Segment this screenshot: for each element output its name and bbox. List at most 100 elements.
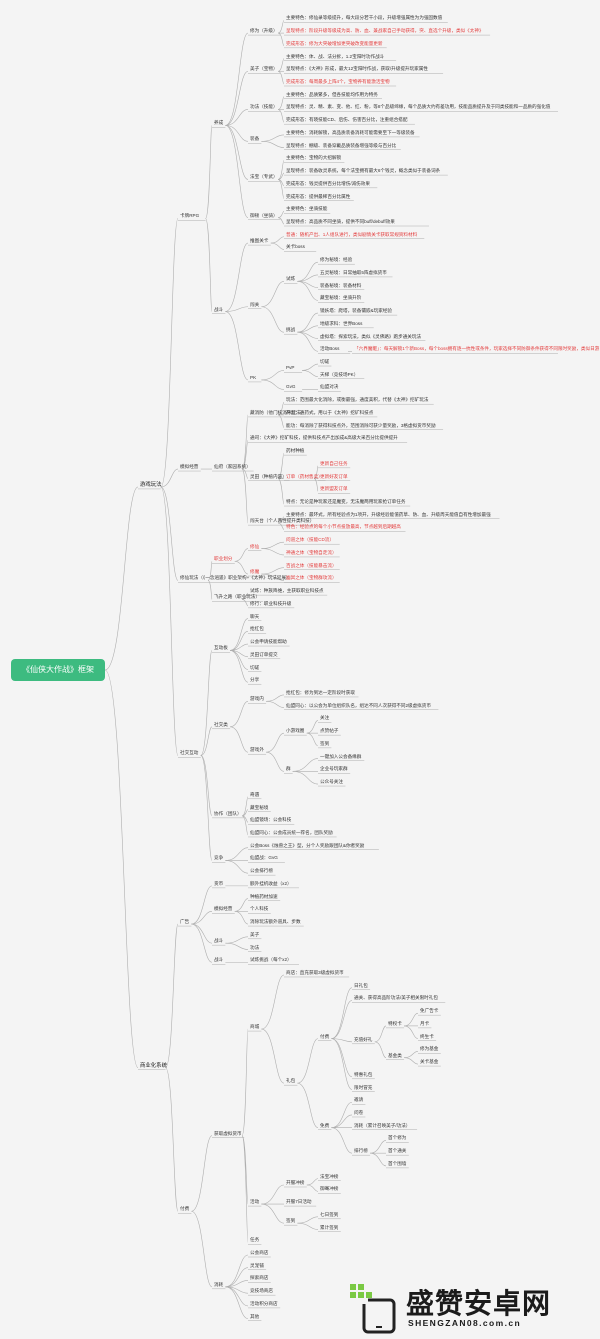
mind-map-node[interactable]: 充值好礼 <box>354 1036 373 1042</box>
leaf-node[interactable]: 天梯（竞技场PK） <box>320 371 359 377</box>
leaf-node[interactable]: 关卡基金 <box>420 1059 439 1065</box>
leaf-node[interactable]: 抢红包 <box>250 626 264 632</box>
mind-map-node[interactable]: 藏消防（他门核消除玩法） <box>250 409 306 415</box>
leaf-node[interactable]: 装备秘境：装备材料 <box>320 282 362 288</box>
leaf-node[interactable]: 关注 <box>320 715 330 721</box>
mind-map-node[interactable]: 商城 <box>250 1024 260 1030</box>
leaf-node[interactable]: 特色：经验点的每个小节点投放最高，节点越到后期越高 <box>286 524 401 530</box>
leaf-node[interactable]: 问卷 <box>354 1109 364 1115</box>
leaf-node[interactable]: 仙盟战：GvG <box>250 855 278 861</box>
leaf-node[interactable]: 呈现特点：棚级、装备穿戴品质装备增强等级与百分比 <box>286 142 397 148</box>
leaf-node[interactable]: 首个围墙 <box>388 1160 407 1166</box>
leaf-node[interactable]: 奇遇 <box>250 791 260 797</box>
leaf-node[interactable]: 呈现特点：灵、精、素、变、他、红、粉，等8个品级缔缘，每个品质大约有差功用，技能… <box>286 104 551 110</box>
leaf-node[interactable]: 镜妖塔：爬塔，装备镶嵌&玩家经验 <box>320 308 392 314</box>
leaf-node[interactable]: 修为基金 <box>420 1046 439 1052</box>
leaf-node[interactable]: 限时冒充 <box>354 1084 373 1090</box>
mind-map-node[interactable]: 修仙 <box>250 543 260 549</box>
leaf-node[interactable]: 探索商店 <box>250 1275 269 1281</box>
leaf-node[interactable]: 聊天 <box>250 613 260 619</box>
leaf-node[interactable]: 美子 <box>250 931 260 937</box>
mind-map-node[interactable]: 社交类 <box>214 721 228 727</box>
mind-map-node[interactable]: 竞争 <box>214 855 224 861</box>
leaf-node[interactable]: 日礼包 <box>354 982 368 988</box>
leaf-node[interactable]: 主要特色：宝物的大招解锁 <box>286 155 342 161</box>
mind-map-node[interactable]: 仙府（家园系统） <box>214 464 251 470</box>
mind-map-node[interactable]: 职业划分 <box>214 556 233 562</box>
mind-map-node[interactable]: 御顿（坐骑） <box>250 212 278 218</box>
leaf-node[interactable]: 完成形态：有晓技能CD、后伤、伤害百分比，注重组合搭配 <box>286 117 408 123</box>
mind-map-node[interactable]: 修魔 <box>250 569 260 575</box>
mind-map-node[interactable]: 修仙玩法（《一念逍遥》职业架构+《太神》玩法延展） <box>180 575 291 581</box>
leaf-node[interactable]: 其他 <box>250 1313 260 1319</box>
mind-map-node[interactable]: 活动 <box>250 1199 260 1205</box>
leaf-node[interactable]: 主要特色：坐骑技能 <box>286 206 328 212</box>
leaf-node[interactable]: 企业号玩家群 <box>320 766 348 772</box>
leaf-node[interactable]: 试炼：种族降维，主获取职业科技点 <box>250 588 324 594</box>
mind-map-node[interactable]: 排行榜 <box>354 1148 368 1154</box>
leaf-node[interactable]: 公会商店 <box>250 1249 269 1255</box>
mind-map-node[interactable]: 装备 <box>250 136 260 142</box>
leaf-node[interactable]: 玩法：范围最大化消除，或衡最强，通度美积，代替《太神》挖矿玩法 <box>286 397 429 403</box>
leaf-node[interactable]: 通关、获得高品阶功法/美子相关限时礼包 <box>354 995 438 1001</box>
leaf-node[interactable]: 产出：通药式，用以于《太神》挖矿科技点 <box>286 409 374 415</box>
mind-map-node[interactable]: 付费 <box>180 1206 190 1212</box>
leaf-node[interactable]: 完成形态：钱灵提供百分比增伤/减伤效果 <box>286 180 370 186</box>
leaf-node[interactable]: 点赞帖子 <box>320 728 339 734</box>
leaf-node[interactable]: 完成形态：提供最稀百分比属性 <box>286 193 351 199</box>
mind-map-node[interactable]: 免费 <box>320 1122 330 1128</box>
leaf-node[interactable]: 任务 <box>250 1237 260 1243</box>
mind-map-node[interactable]: 付费 <box>320 1033 330 1039</box>
mind-map-node[interactable]: 修为（升级） <box>250 28 278 34</box>
leaf-node[interactable]: 主要特色：修仙录等级提升，每大段分若干小段，升级增强属性为为强固数值 <box>286 15 443 21</box>
leaf-node[interactable]: 功法 <box>250 944 260 950</box>
mind-map-node[interactable]: 广告 <box>180 919 190 925</box>
leaf-node[interactable]: 公众号关注 <box>320 779 343 785</box>
leaf-node[interactable]: 呈现特点：高品质不同坐骑，提供不同buff/debuff效果 <box>286 219 395 224</box>
leaf-node[interactable]: 首个通关 <box>388 1148 407 1154</box>
leaf-node[interactable]: 藏宝秘境 <box>250 804 269 810</box>
mind-map-node[interactable]: 货币 <box>214 880 224 886</box>
mind-map-node[interactable]: 小游戏圈 <box>286 728 305 734</box>
leaf-node[interactable]: 特点：无论是种玩家还是魔变，无法魔两用玩家抢订单任务 <box>286 499 406 505</box>
mind-map-node[interactable]: 特权卡 <box>388 1020 402 1026</box>
leaf-node[interactable]: 百战之体（技能暴击流） <box>286 562 337 568</box>
mind-map-node[interactable]: 礼包 <box>286 1078 296 1084</box>
leaf-node[interactable]: 七日签到 <box>320 1211 339 1217</box>
leaf-node[interactable]: 免广告卡 <box>420 1008 439 1014</box>
leaf-node[interactable]: 个人科技 <box>250 906 269 912</box>
leaf-node[interactable]: 签到 <box>320 740 330 746</box>
leaf-node[interactable]: 消耗（累计召唤美子/功法） <box>354 1122 411 1128</box>
mind-map-node[interactable]: 游戏外 <box>250 747 264 753</box>
leaf-node[interactable]: 首个修为 <box>388 1135 407 1141</box>
leaf-node[interactable]: 邀请 <box>354 1097 364 1103</box>
leaf-node[interactable]: 终生卡 <box>420 1033 434 1039</box>
mind-map-node[interactable]: 消耗 <box>214 1281 224 1287</box>
mind-map-node[interactable]: 养成 <box>214 120 224 126</box>
leaf-node[interactable]: 能功：每消除了获得科技点外，范围消除可获少量奖励，3格虚拟货币奖励 <box>286 422 436 428</box>
leaf-node[interactable]: 主要特色：体、战、法分拆，1.2宝阳时功作战斗 <box>286 53 385 59</box>
leaf-node[interactable]: 切磋 <box>320 359 330 365</box>
leaf-node[interactable]: 竞技场商店 <box>250 1288 273 1294</box>
mind-map-node[interactable]: 签到 <box>286 1218 296 1224</box>
mind-map-node[interactable]: 游戏内 <box>250 696 264 702</box>
leaf-node[interactable]: 消除玩法额外道具、步数 <box>250 919 301 925</box>
mind-map-node[interactable]: 模拟经营 <box>214 906 233 912</box>
leaf-node[interactable]: 呈现特点：阶段升级等级成为高、防、血、兼战家自己手动获得，突、直选个升级，类似《… <box>286 28 484 34</box>
leaf-node[interactable]: 更新盟友订单 <box>320 486 348 492</box>
leaf-node[interactable]: 分享 <box>250 677 260 683</box>
leaf-node[interactable]: 呈现特点：装备收灵系统，每个法宝拥有最大6个钱灵，概念类似于装备词条 <box>286 168 441 174</box>
leaf-node[interactable]: 抢红包：修为到达一定阶段时获取 <box>286 689 355 695</box>
root-node[interactable]: 《仙侠大作战》框架 <box>11 659 105 681</box>
leaf-node[interactable]: 商店：直充获取3级虚拟货币 <box>286 969 344 975</box>
leaf-node[interactable]: 完成形态：修为大突破增加更突破改变能量更新 <box>286 40 383 46</box>
leaf-node[interactable]: 神通之体（宝物自走流） <box>286 549 337 555</box>
mind-map-node[interactable]: 闯天台（个人两性提升类科技） <box>250 518 315 524</box>
mind-map-node[interactable]: 互动板 <box>214 645 228 651</box>
leaf-node[interactable]: 仙盟镜场：公会科技 <box>250 817 292 823</box>
leaf-node[interactable]: 公会排行榜 <box>250 868 273 874</box>
mind-map-node[interactable]: 灵田（种植内容） <box>250 473 287 479</box>
leaf-node[interactable]: 虚拟塔：探索玩法，类似《灵佛路》跑步通关玩法 <box>320 333 422 339</box>
leaf-node[interactable]: 种植药材加速 <box>250 893 278 899</box>
mind-map-node[interactable]: 功法（技能） <box>250 104 278 110</box>
